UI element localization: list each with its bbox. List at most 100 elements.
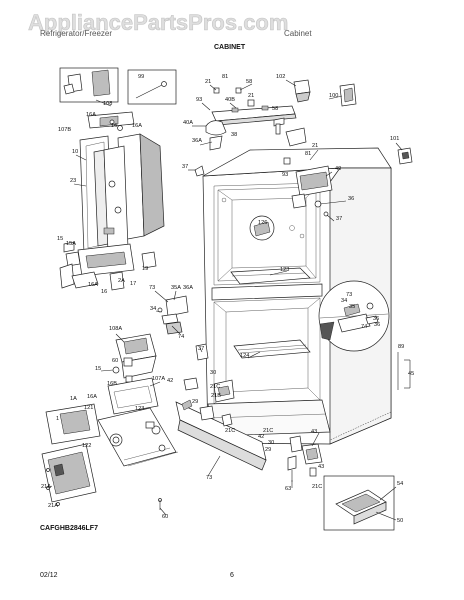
callout-label: 81	[305, 151, 311, 157]
callout-label: 35A	[171, 285, 181, 291]
footer-date: 02/12	[40, 572, 58, 579]
callout-label: 21	[312, 143, 318, 149]
callout-label: 81	[222, 74, 228, 80]
callout-label: 73	[346, 292, 352, 298]
footer-page: 6	[230, 572, 234, 579]
leader-lines	[47, 79, 403, 521]
callout-label: 30	[210, 370, 216, 376]
inset-box-54-50	[323, 475, 395, 531]
callout-label: 60	[112, 358, 118, 364]
callout-label: 74	[361, 324, 367, 330]
callout-label: 42	[167, 378, 173, 384]
callout-label: 37	[198, 346, 204, 352]
callout-label: 93	[196, 97, 202, 103]
callout-label: 38	[231, 132, 237, 138]
header-left-text: Refrigerator/Freezer	[40, 29, 112, 38]
callout-label: 16A	[86, 112, 96, 118]
callout-label: 30	[268, 440, 274, 446]
callout-label: 21	[248, 93, 254, 99]
callout-label: 43	[311, 429, 317, 435]
callout-label: 93	[282, 172, 288, 178]
callout-label: 1A	[70, 396, 77, 402]
model-number: CAFGHB2846LF7	[40, 525, 98, 532]
callout-label: 36A	[192, 138, 202, 144]
callout-label: 21A	[48, 503, 58, 509]
callout-label: 21B	[211, 393, 221, 399]
callout-label: 10	[72, 149, 78, 155]
section-title: CABINET	[214, 44, 246, 51]
callout-label: 73	[206, 475, 212, 481]
hinge-cover-parts	[293, 79, 413, 165]
callout-label: 21A	[41, 484, 51, 490]
callout-label: 40B	[225, 97, 235, 103]
callout-label: 23	[70, 178, 76, 184]
callout-label: 21C	[210, 384, 220, 390]
callout-label: 21C	[312, 484, 322, 490]
callout-label: 16A	[132, 123, 142, 129]
callout-label: 121	[84, 405, 93, 411]
callout-label: 99	[138, 74, 144, 80]
callout-label: 45	[408, 371, 414, 377]
callout-label: 36	[374, 322, 380, 328]
callout-label: 29	[192, 399, 198, 405]
callout-label: 107B	[58, 127, 71, 133]
callout-label: 54	[397, 481, 403, 487]
callout-label: 16	[101, 289, 107, 295]
callout-label: 122	[82, 443, 91, 449]
callout-label: 15	[57, 236, 63, 242]
callout-label: 126	[258, 220, 267, 226]
callout-label: 58	[246, 79, 252, 85]
callout-label: 1	[56, 416, 59, 422]
callout-label: 43	[318, 464, 324, 470]
callout-label: 40A	[183, 120, 193, 126]
watermark: AppliancePartsPros.com	[28, 10, 288, 35]
callout-label: 100	[329, 93, 338, 99]
callout-label: 50	[397, 518, 403, 524]
detail-circle-126	[249, 215, 275, 241]
callout-label: 123	[135, 406, 144, 412]
callout-label: 36A	[183, 285, 193, 291]
callout-label: 17	[130, 281, 136, 287]
callout-label: 42	[258, 434, 264, 440]
callout-label: 15A	[66, 241, 76, 247]
callout-label: 16B	[107, 381, 117, 387]
callout-label: 74	[178, 334, 184, 340]
callout-label: 102	[276, 74, 285, 80]
callout-label: 21	[205, 79, 211, 85]
callout-label: 29	[265, 447, 271, 453]
callout-label: 16A	[87, 394, 97, 400]
callout-label: 16A	[88, 282, 98, 288]
callout-labels: 1001021015858218140B219340A3836A37218193…	[41, 74, 414, 524]
callout-label: 34	[341, 298, 347, 304]
callout-label: 58	[272, 106, 278, 112]
callout-label: 108A	[109, 326, 122, 332]
callout-label: 35	[349, 304, 355, 310]
callout-label: 123	[280, 267, 289, 273]
callout-label: 37	[336, 216, 342, 222]
top-hinge-assembly	[194, 87, 333, 217]
callout-label: 15	[95, 366, 101, 372]
callout-label: 34	[150, 306, 156, 312]
side-bracket	[397, 352, 411, 390]
callout-label: 89	[398, 344, 404, 350]
callout-label: 60	[162, 514, 168, 520]
callout-label: 107A	[152, 376, 165, 382]
callout-label: 108	[103, 101, 112, 107]
callout-label: 19	[142, 266, 148, 272]
callout-label: 36	[348, 196, 354, 202]
callout-label: 21C	[225, 428, 235, 434]
callout-label: 124	[240, 353, 249, 359]
callout-label: 101	[390, 136, 399, 142]
callout-label: 2A	[118, 278, 125, 284]
left-parts	[41, 67, 267, 510]
header-right-text: Cabinet	[284, 29, 312, 38]
callout-label: 37	[182, 164, 188, 170]
callout-label: 63	[285, 486, 291, 492]
cabinet-body	[202, 147, 392, 445]
detail-magnifier	[318, 280, 390, 352]
callout-label: 40	[335, 166, 341, 172]
callout-label: 73	[149, 285, 155, 291]
callout-label: 36	[373, 316, 379, 322]
callout-label: 16	[111, 123, 117, 129]
